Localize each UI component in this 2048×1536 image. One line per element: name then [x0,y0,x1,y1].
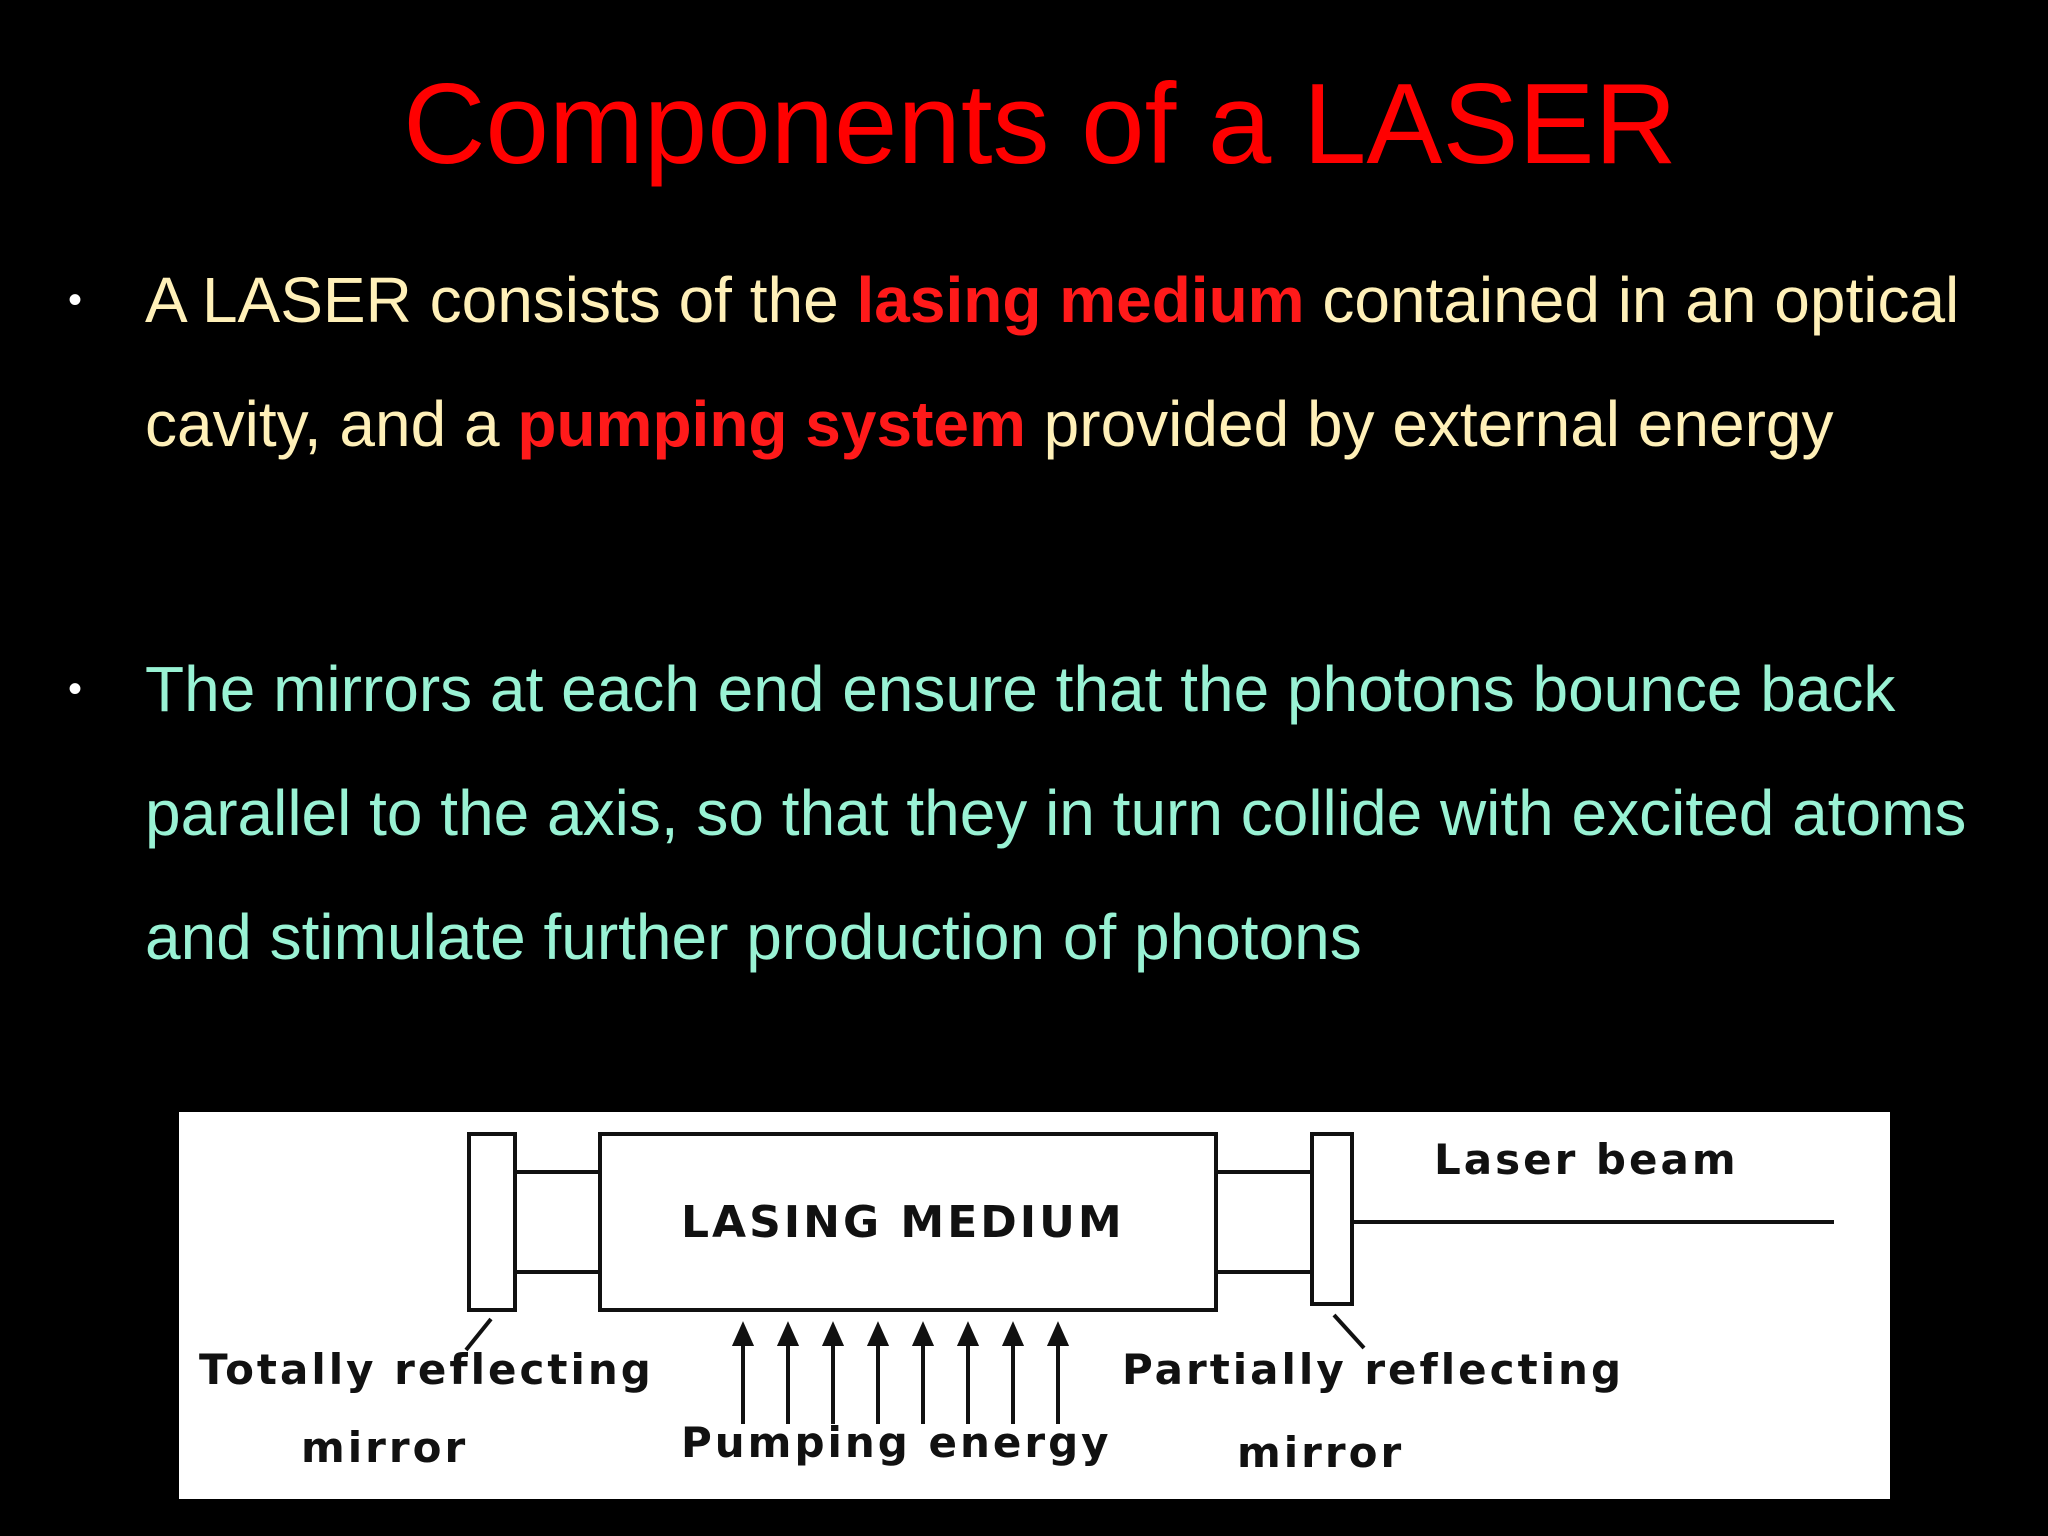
left-mirror-pointer [464,1317,493,1352]
right-mirror-label-line1: Partially reflecting [1122,1345,1624,1394]
bullet-dot-icon: • [68,667,83,711]
bullet-1: • A LASER consists of the lasing medium … [68,238,2008,486]
laser-diagram-svg: LASING MEDIUM Laser beam Totally reflect… [199,1132,1834,1477]
bullet-1-part-c: provided by external energy [1025,388,1834,460]
laser-beam-label: Laser beam [1434,1135,1739,1184]
bullet-2-text: The mirrors at each end ensure that the … [145,653,1967,973]
left-mirror-label-line1: Totally reflecting [199,1345,654,1394]
lasing-medium-highlight: lasing medium [856,264,1305,336]
pumping-arrows [731,1321,1070,1424]
totally-reflecting-mirror [467,1132,517,1312]
bullet-2: • The mirrors at each end ensure that th… [68,627,2008,999]
bullet-1-part-a: A LASER consists of the [145,264,857,336]
right-mirror-label-line2: mirror [1237,1428,1404,1477]
lasing-medium-label: LASING MEDIUM [681,1197,1125,1248]
left-mirror-label-line2: mirror [301,1423,468,1472]
partially-reflecting-mirror [1310,1132,1354,1306]
pumping-system-highlight: pumping system [517,388,1026,460]
laser-diagram: LASING MEDIUM Laser beam Totally reflect… [179,1112,1890,1499]
bullet-dot-icon: • [68,278,83,322]
lasing-medium-box [598,1132,1218,1312]
right-mirror-pointer [1332,1313,1366,1350]
pumping-energy-label: Pumping energy [681,1418,1112,1467]
bullet-1-part-b: contained in an optical cavity, and a [145,264,1960,460]
bullet-1-text: A LASER consists of the lasing medium co… [145,238,2008,486]
slide-title: Components of a LASER [403,61,1677,188]
